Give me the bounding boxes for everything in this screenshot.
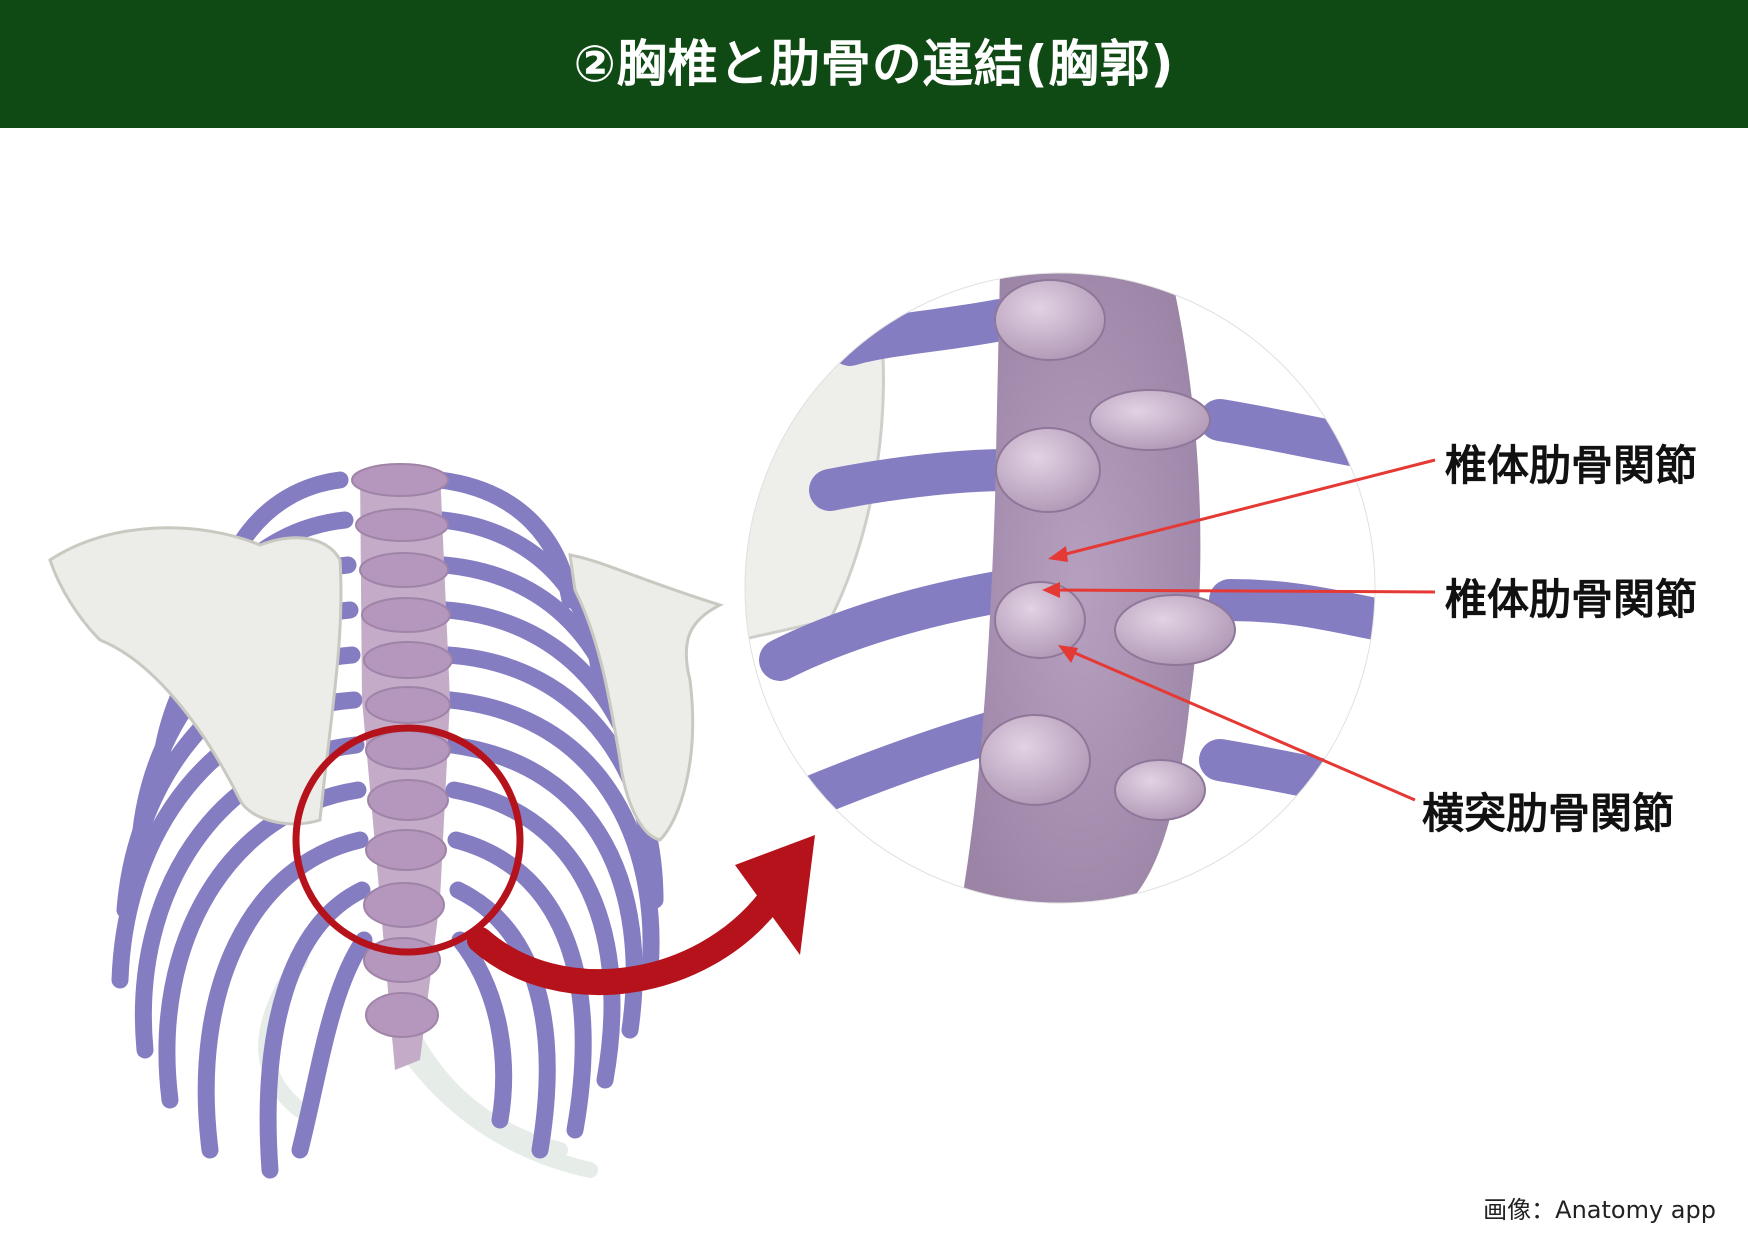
header-bar: ②胸椎と肋骨の連結(胸郭) bbox=[0, 0, 1748, 128]
highlight-circle bbox=[292, 724, 524, 956]
pointer-arrows bbox=[1042, 458, 1436, 802]
zoom-arrow bbox=[467, 835, 815, 996]
label-costovertebral-joint-2: 椎体肋骨関節 bbox=[1445, 575, 1698, 624]
rib-cage-illustration bbox=[48, 463, 724, 1179]
page-title: ②胸椎と肋骨の連結(胸郭) bbox=[573, 35, 1175, 93]
label-costovertebral-joint-1: 椎体肋骨関節 bbox=[1445, 441, 1698, 490]
thoracic-spine bbox=[351, 463, 453, 1070]
right-scapula bbox=[568, 553, 724, 842]
label-costotransverse-joint: 横突肋骨関節 bbox=[1422, 789, 1675, 838]
image-credit: 画像：Anatomy app bbox=[1483, 1196, 1716, 1224]
